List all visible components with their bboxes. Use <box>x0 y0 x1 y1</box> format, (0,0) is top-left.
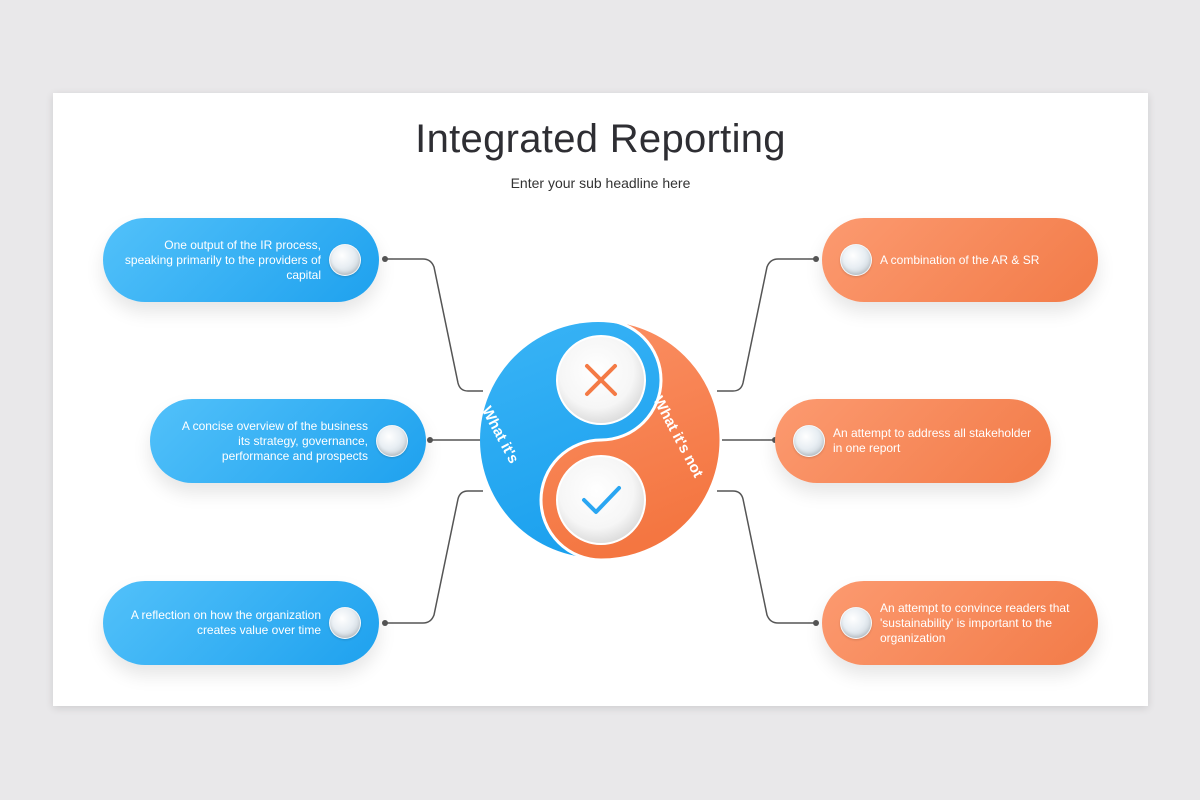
hub-bottom-disc <box>556 455 646 545</box>
left-item-2-text: A concise overview of the business its s… <box>181 418 368 463</box>
right-item-3-text: An attempt to convince readers that 'sus… <box>880 600 1070 645</box>
circle-icon <box>329 607 361 639</box>
circle-icon <box>840 244 872 276</box>
connector-left-top <box>385 258 483 392</box>
slide: Integrated Reporting Enter your sub head… <box>53 93 1148 706</box>
right-item-2-text: An attempt to address all stakeholder in… <box>833 426 1032 455</box>
check-icon <box>582 486 621 514</box>
connector-right-top <box>717 258 816 392</box>
cross-icon <box>585 364 617 396</box>
connector-left-bottom <box>385 490 483 624</box>
circle-icon <box>840 607 872 639</box>
left-item-2: A concise overview of the business its s… <box>150 399 426 483</box>
page-subtitle: Enter your sub headline here <box>510 175 691 191</box>
left-item-1: One output of the IR process, speaking p… <box>103 218 379 302</box>
page-title: Integrated Reporting <box>415 117 786 161</box>
right-item-2: An attempt to address all stakeholder in… <box>775 399 1051 483</box>
circle-icon <box>376 425 408 457</box>
left-item-3: A reflection on how the organization cre… <box>103 581 379 665</box>
connector-lines <box>382 256 819 626</box>
right-item-1-text: A combination of the AR & SR <box>880 252 1040 267</box>
right-item-1: A combination of the AR & SR <box>822 218 1098 302</box>
left-item-3-text: A reflection on how the organization cre… <box>130 608 321 637</box>
yin-yang-hub <box>480 319 722 561</box>
left-item-1-text: One output of the IR process, speaking p… <box>124 237 321 282</box>
right-item-3: An attempt to convince readers that 'sus… <box>822 581 1098 665</box>
connector-right-bottom <box>717 490 816 624</box>
circle-icon <box>793 425 825 457</box>
circle-icon <box>329 244 361 276</box>
